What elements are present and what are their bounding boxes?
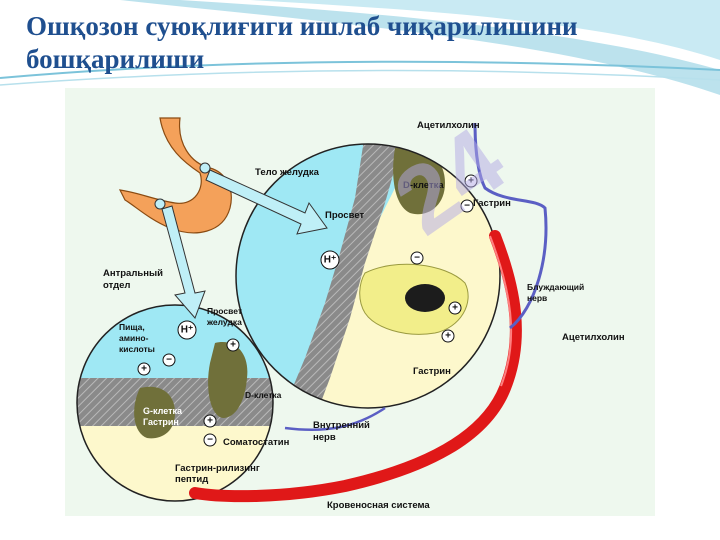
label-lumen-small-2: желудка <box>206 317 242 327</box>
label-lumen-large: Просвет <box>325 210 364 221</box>
sign-minus-2: − <box>410 251 424 265</box>
label-circulatory-system: Кровеносная система <box>327 500 430 511</box>
label-food-3: кислоты <box>119 344 155 354</box>
svg-text:+: + <box>230 340 236 351</box>
internal-nerve <box>284 406 386 432</box>
svg-text:−: − <box>464 201 470 212</box>
label-somatostatin: Соматостатин <box>223 437 290 448</box>
label-d-cell-small: D-клетка <box>245 390 282 400</box>
label-internal-nerve-1: Внутренний <box>313 420 370 431</box>
magnify-arrow-antrum <box>161 205 206 319</box>
gastric-secretion-diagram: Ацетилхолин Тело желудка D-клетка Гастри… <box>65 88 655 516</box>
svg-text:−: − <box>414 253 420 264</box>
label-g-cell-1: G-клетка <box>143 406 183 416</box>
sign-plus-3: + <box>441 329 455 343</box>
label-body-of-stomach: Тело желудка <box>255 167 320 178</box>
svg-text:+: + <box>141 364 147 375</box>
label-vagus-nerve-1: Блуждающий <box>527 282 584 292</box>
slide-title-line-1: Ошқозон суюқлиғиги ишлаб чиқарилишини <box>26 11 578 41</box>
label-grp-2: пептид <box>175 474 208 485</box>
sign-plus-5: + <box>226 338 240 352</box>
label-acetylcholine-mid: Ацетилхолин <box>562 332 625 343</box>
sign-minus-4: − <box>203 433 217 447</box>
sign-plus-1: + <box>464 174 478 188</box>
label-gastrin-top: Гастрин <box>473 198 511 209</box>
body-of-stomach-magnified-circle <box>235 143 501 409</box>
d-cell-large <box>393 147 445 215</box>
label-antral-2: отдел <box>103 280 130 291</box>
blood-vessel <box>189 230 522 503</box>
sign-plus-4: + <box>137 362 151 376</box>
sign-plus-6: + <box>203 414 217 428</box>
magnify-arrow-body <box>205 169 328 235</box>
label-antral-1: Антральный <box>103 268 163 279</box>
label-acetylcholine-top: Ацетилхолин <box>417 120 480 131</box>
stomach-illustration <box>118 117 232 234</box>
slide-title-line-2: бошқарилиши <box>26 44 205 74</box>
label-d-cell-large: D-клетка <box>403 180 444 191</box>
d-cell-small <box>208 342 248 418</box>
sign-hplus-1: H⁺ <box>320 250 340 270</box>
svg-text:+: + <box>452 303 458 314</box>
blood-vessel-highlight <box>489 235 513 387</box>
g-cell <box>134 386 175 439</box>
slide-title: Ошқозон суюқлиғиги ишлаб чиқарилишини бо… <box>26 10 706 76</box>
label-grp-1: Гастрин-рилизинг <box>175 463 260 474</box>
label-internal-nerve-2: нерв <box>313 432 336 443</box>
svg-text:−: − <box>207 435 213 446</box>
sign-minus-1: − <box>460 199 474 213</box>
label-g-cell-2: Гастрин <box>143 417 179 427</box>
background-swoosh <box>0 0 720 95</box>
sign-minus-3: − <box>162 353 176 367</box>
svg-text:H⁺: H⁺ <box>324 255 337 266</box>
vagus-nerve <box>473 122 548 330</box>
label-lumen-small-1: Просвет <box>207 306 242 316</box>
label-food-1: Пища, <box>119 322 145 332</box>
label-food-2: амино- <box>119 333 149 343</box>
antrum-magnified-circle <box>76 304 274 502</box>
label-vagus-nerve-2: нерв <box>527 293 547 303</box>
svg-text:+: + <box>468 176 474 187</box>
svg-text:H⁺: H⁺ <box>181 325 194 336</box>
svg-text:+: + <box>445 331 451 342</box>
label-gastrin-mid: Гастрин <box>413 366 451 377</box>
sign-hplus-2: H⁺ <box>177 320 197 340</box>
sign-plus-2: + <box>448 301 462 315</box>
parietal-nucleus <box>405 284 445 312</box>
svg-text:−: − <box>166 355 172 366</box>
svg-text:+: + <box>207 416 213 427</box>
